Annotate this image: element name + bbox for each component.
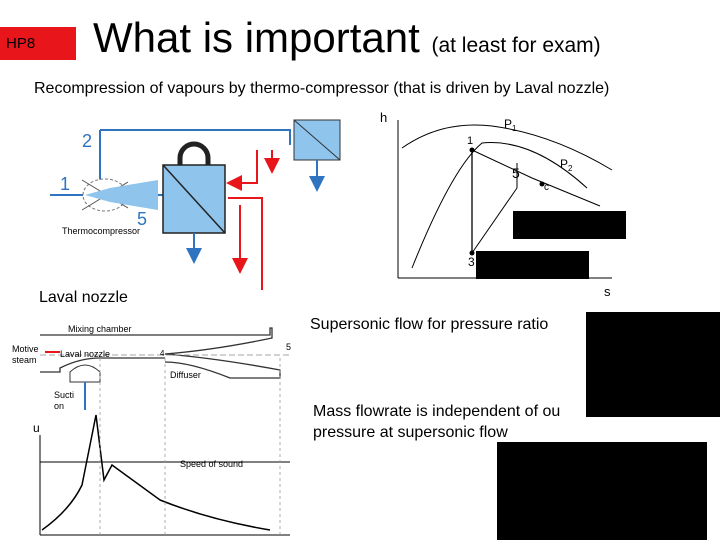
separator-diagonal xyxy=(293,119,341,161)
label-suction-line2: on xyxy=(54,401,64,411)
label-speed-of-sound: Speed of sound xyxy=(180,459,243,469)
label-stream-5: 5 xyxy=(137,209,147,229)
label-motive-line1: Motive xyxy=(12,344,39,354)
laval-nozzle-figure: Mixing chamber Motive steam Laval nozzle… xyxy=(12,324,291,536)
title-suffix: (at least for exam) xyxy=(431,34,601,57)
label-diffuser: Diffuser xyxy=(170,370,201,380)
redaction-box xyxy=(497,442,707,540)
label-point-3: 3 xyxy=(468,255,475,269)
vapour-dome xyxy=(177,141,211,165)
thermocompressor-schematic: 2 1 5 Thermocompressor xyxy=(50,119,341,290)
axis-label-s: s xyxy=(604,284,611,299)
slide-badge: HP8 xyxy=(0,27,76,60)
label-laval-nozzle: Laval nozzle xyxy=(60,349,110,359)
label-point-1: 1 xyxy=(467,135,473,147)
state-point-c xyxy=(539,181,545,187)
axis-label-u: u xyxy=(33,421,40,435)
state-point-1 xyxy=(469,147,475,153)
note-mass-flow-line1: Mass flowrate is independent of ou xyxy=(313,403,561,420)
hs-diagram: h s P1 P2 1 3 5 c xyxy=(380,110,613,299)
label-position-4: 4 xyxy=(160,349,165,358)
redaction-box xyxy=(513,211,626,239)
thermocompressor-diffuser xyxy=(85,180,158,210)
label-p2: P2 xyxy=(560,157,573,173)
outlet-arrow-right xyxy=(228,197,263,290)
suction-chamber xyxy=(69,364,101,383)
label-point-c: c xyxy=(544,182,549,193)
thermocompressor-caption: Thermocompressor xyxy=(62,226,140,236)
note-mass-flow-line2: pressure at supersonic flow xyxy=(313,424,508,441)
label-mixing-chamber: Mixing chamber xyxy=(68,324,132,334)
label-stream-1: 1 xyxy=(60,174,70,194)
vapour-line-2 xyxy=(100,129,291,145)
slide-subtitle: Recompression of vapours by thermo-compr… xyxy=(34,80,610,97)
saturation-curve xyxy=(411,142,588,269)
velocity-curve xyxy=(41,414,271,531)
label-stream-2: 2 xyxy=(82,131,92,151)
note-supersonic: Supersonic flow for pressure ratio xyxy=(310,316,549,333)
nozzle-lower-wall xyxy=(40,357,165,373)
label-position-5: 5 xyxy=(286,342,291,352)
isobar-p1 xyxy=(401,124,613,171)
state-point-3 xyxy=(469,250,475,256)
heat-exchanger-diagonal xyxy=(162,164,226,234)
redaction-box xyxy=(476,251,589,279)
label-motive-line2: steam xyxy=(12,355,37,365)
label-suction-line1: Sucti xyxy=(54,390,74,400)
mixing-line xyxy=(471,187,518,254)
laval-nozzle-heading: Laval nozzle xyxy=(39,289,128,306)
inlet-arrow xyxy=(226,150,258,191)
title-main: What is important xyxy=(93,14,420,61)
label-point-5: 5 xyxy=(512,165,520,181)
slide-title: What is important (at least for exam) xyxy=(93,14,601,62)
isobar-p2 xyxy=(471,149,601,207)
redaction-box xyxy=(586,312,720,417)
label-p1: P1 xyxy=(504,117,517,133)
nozzle-upper-wall xyxy=(40,327,281,379)
axis-label-h: h xyxy=(380,110,387,125)
